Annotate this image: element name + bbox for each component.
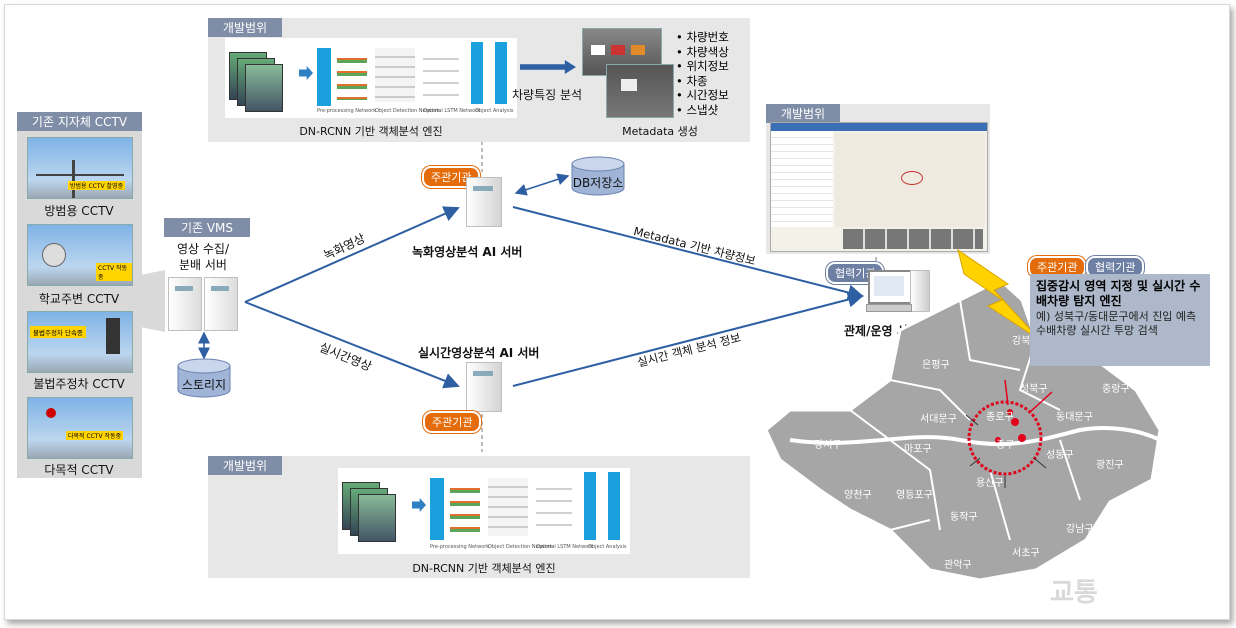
district-label: 성동구 xyxy=(1046,450,1074,461)
map-watermark: 교통 xyxy=(1050,578,1098,608)
cctv-photo-parking: 불법주정차 단속중 xyxy=(27,311,133,373)
cctv-label-crime: 방범용 CCTV xyxy=(44,204,114,218)
record-lead-badge: 주관기관 xyxy=(422,166,481,188)
arrow-vms-to-record xyxy=(244,206,460,303)
bullet-item: • 위치정보 xyxy=(676,59,729,73)
storage-label: 스토리지 xyxy=(181,378,227,392)
district-label: 동작구 xyxy=(950,512,978,523)
control-screenshot xyxy=(770,122,988,252)
district-label: 영등포구 xyxy=(896,490,933,501)
dev-top-network-figure: Pre-processing Network Object Detection … xyxy=(225,38,517,118)
district-label: 강서구 xyxy=(814,440,842,451)
district-label: 성북구 xyxy=(1020,384,1048,395)
dev-top-engine-label: DN-RCNN 기반 객체분석 엔진 xyxy=(299,125,443,138)
district-label: 강북구 xyxy=(1012,336,1040,347)
bullet-text: 차종 xyxy=(686,73,708,88)
district-label: 송파구 xyxy=(1124,512,1152,523)
district-label: 구로구 xyxy=(812,526,840,537)
district-label: 강동구 xyxy=(1156,444,1184,455)
lightning-bolt-icon xyxy=(957,248,1041,341)
district-label: 서초구 xyxy=(1012,548,1040,559)
keyboard-icon xyxy=(866,304,912,312)
cctv-photo-school: CCTV 작동중 xyxy=(27,224,133,286)
dev-bottom-engine-label: DN-RCNN 기반 객체분석 엔진 xyxy=(412,562,556,575)
metadata-label: Metadata 생성 xyxy=(622,125,698,138)
storage-icon xyxy=(177,358,231,398)
engine-box: 집중감시 영역 지정 및 실시간 수배차량 탐지 엔진 예) 성북구/동대문구에… xyxy=(1030,274,1210,366)
dev-bottom-network-figure: Pre-processing Network Object Detection … xyxy=(338,468,630,554)
district-label: 용산구 xyxy=(976,478,1004,489)
control-tower-icon xyxy=(910,270,930,312)
district-label: 관악구 xyxy=(944,560,972,571)
district-label: 서대문구 xyxy=(920,414,957,425)
cctv-label-school: 학교주변 CCTV xyxy=(38,292,120,306)
realtime-lead-badge: 주관기관 xyxy=(423,411,482,433)
metadata-photo-2 xyxy=(606,64,674,118)
district-label: 중구 xyxy=(996,440,1015,451)
arrow-record-to-control xyxy=(512,206,864,301)
cctv-photo-crime: 방범용 CCTV 촬영중 xyxy=(27,137,133,199)
district-label: 광진구 xyxy=(1096,460,1124,471)
realtime-server-label: 실시간영상분석 AI 서버 xyxy=(418,346,540,360)
bullet-item: • 차량색상 xyxy=(676,44,729,59)
engine-desc: 예) 성북구/동대문구에서 진입 예측 수배차량 실시간 투망 검색 xyxy=(1036,310,1197,337)
record-server-label: 녹화영상분석 AI 서버 xyxy=(412,245,523,259)
district-label: 중랑구 xyxy=(1102,384,1130,395)
cctv-sign-parking: 불법주정차 단속중 xyxy=(30,326,86,338)
vms-server-icon-1 xyxy=(168,277,202,331)
bullet-text: 시간정보 xyxy=(686,88,729,102)
arrow-vms-to-realtime xyxy=(244,301,460,389)
vms-label-line2: 분배 서버 xyxy=(179,258,227,272)
realtime-server-icon xyxy=(466,362,502,412)
feature-label: 차량특징 분석 xyxy=(512,88,583,102)
engine-title: 집중감시 영역 지정 및 실시간 수배차량 탐지 엔진 xyxy=(1036,279,1201,308)
district-label: 마포구 xyxy=(904,444,932,455)
bullet-text: 위치정보 xyxy=(686,59,729,73)
bullet-item: • 차종 xyxy=(676,73,708,88)
dev-bottom-nn-label-analysis: Object Analysis xyxy=(588,544,627,550)
vms-server-icon-2 xyxy=(204,277,238,331)
cctv-sign-school: CCTV 작동중 xyxy=(96,263,132,281)
dev-bottom-header: 개발범위 xyxy=(208,456,282,475)
vms-label-line1: 영상 수집/ xyxy=(176,242,230,256)
dev-top-nn-label-lstm: Optimal LSTM Network xyxy=(423,108,481,114)
district-label: 금천구 xyxy=(892,564,920,575)
district-label: 강남구 xyxy=(1066,524,1094,535)
dev-bottom-nn-label-detect: Object Detection Network xyxy=(488,544,553,550)
bullet-text: 차량색상 xyxy=(686,44,729,59)
arrow-realtime-to-control xyxy=(512,291,864,387)
cctv-panel-header: 기존 지자체 CCTV xyxy=(17,112,142,131)
district-label: 종로구 xyxy=(986,412,1014,423)
vms-header: 기존 VMS xyxy=(164,218,250,237)
cctv-photo-multi: 다목적 CCTV 작동중 xyxy=(27,397,133,459)
cctv-label-parking: 불법주정차 CCTV xyxy=(33,377,125,391)
dev-bottom-nn-label-pre: Pre-processing Network xyxy=(430,544,490,550)
db-label: DB저장소 xyxy=(572,176,624,190)
district-label: 동대문구 xyxy=(1056,412,1093,423)
district-label: 양천구 xyxy=(844,490,872,501)
bullet-text: 차량번호 xyxy=(686,30,729,44)
bullet-item: • 차량번호 xyxy=(676,30,729,44)
bullet-item: • 시간정보 xyxy=(676,88,729,102)
dev-top-nn-label-detect: Object Detection Network xyxy=(375,108,440,114)
record-server-icon xyxy=(466,177,502,227)
dev-top-nn-label-analysis: Object Analysis xyxy=(475,108,514,114)
dev-top-nn-label-pre: Pre-processing Network xyxy=(317,108,377,114)
cctv-label-multi: 다목적 CCTV xyxy=(44,463,114,477)
metadata-bullets: • 차량번호 • 차량색상 • 위치정보 • 차종 • 시간정보 • 스냅샷 xyxy=(676,30,729,117)
arrow-db-link xyxy=(514,173,570,196)
bullet-item: • 스냅샷 xyxy=(676,102,719,117)
district-label: 은평구 xyxy=(922,360,950,371)
dev-top-header: 개발범위 xyxy=(208,18,282,37)
cctv-sign-crime: 방범용 CCTV 촬영중 xyxy=(68,181,126,190)
control-monitor-icon xyxy=(868,270,912,304)
dev-bottom-nn-label-lstm: Optimal LSTM Network xyxy=(536,544,594,550)
cctv-sign-multi: 다목적 CCTV 작동중 xyxy=(66,431,124,440)
bullet-text: 스냅샷 xyxy=(686,102,719,117)
control-header: 개발범위 xyxy=(766,104,840,123)
db-icon xyxy=(571,156,625,196)
